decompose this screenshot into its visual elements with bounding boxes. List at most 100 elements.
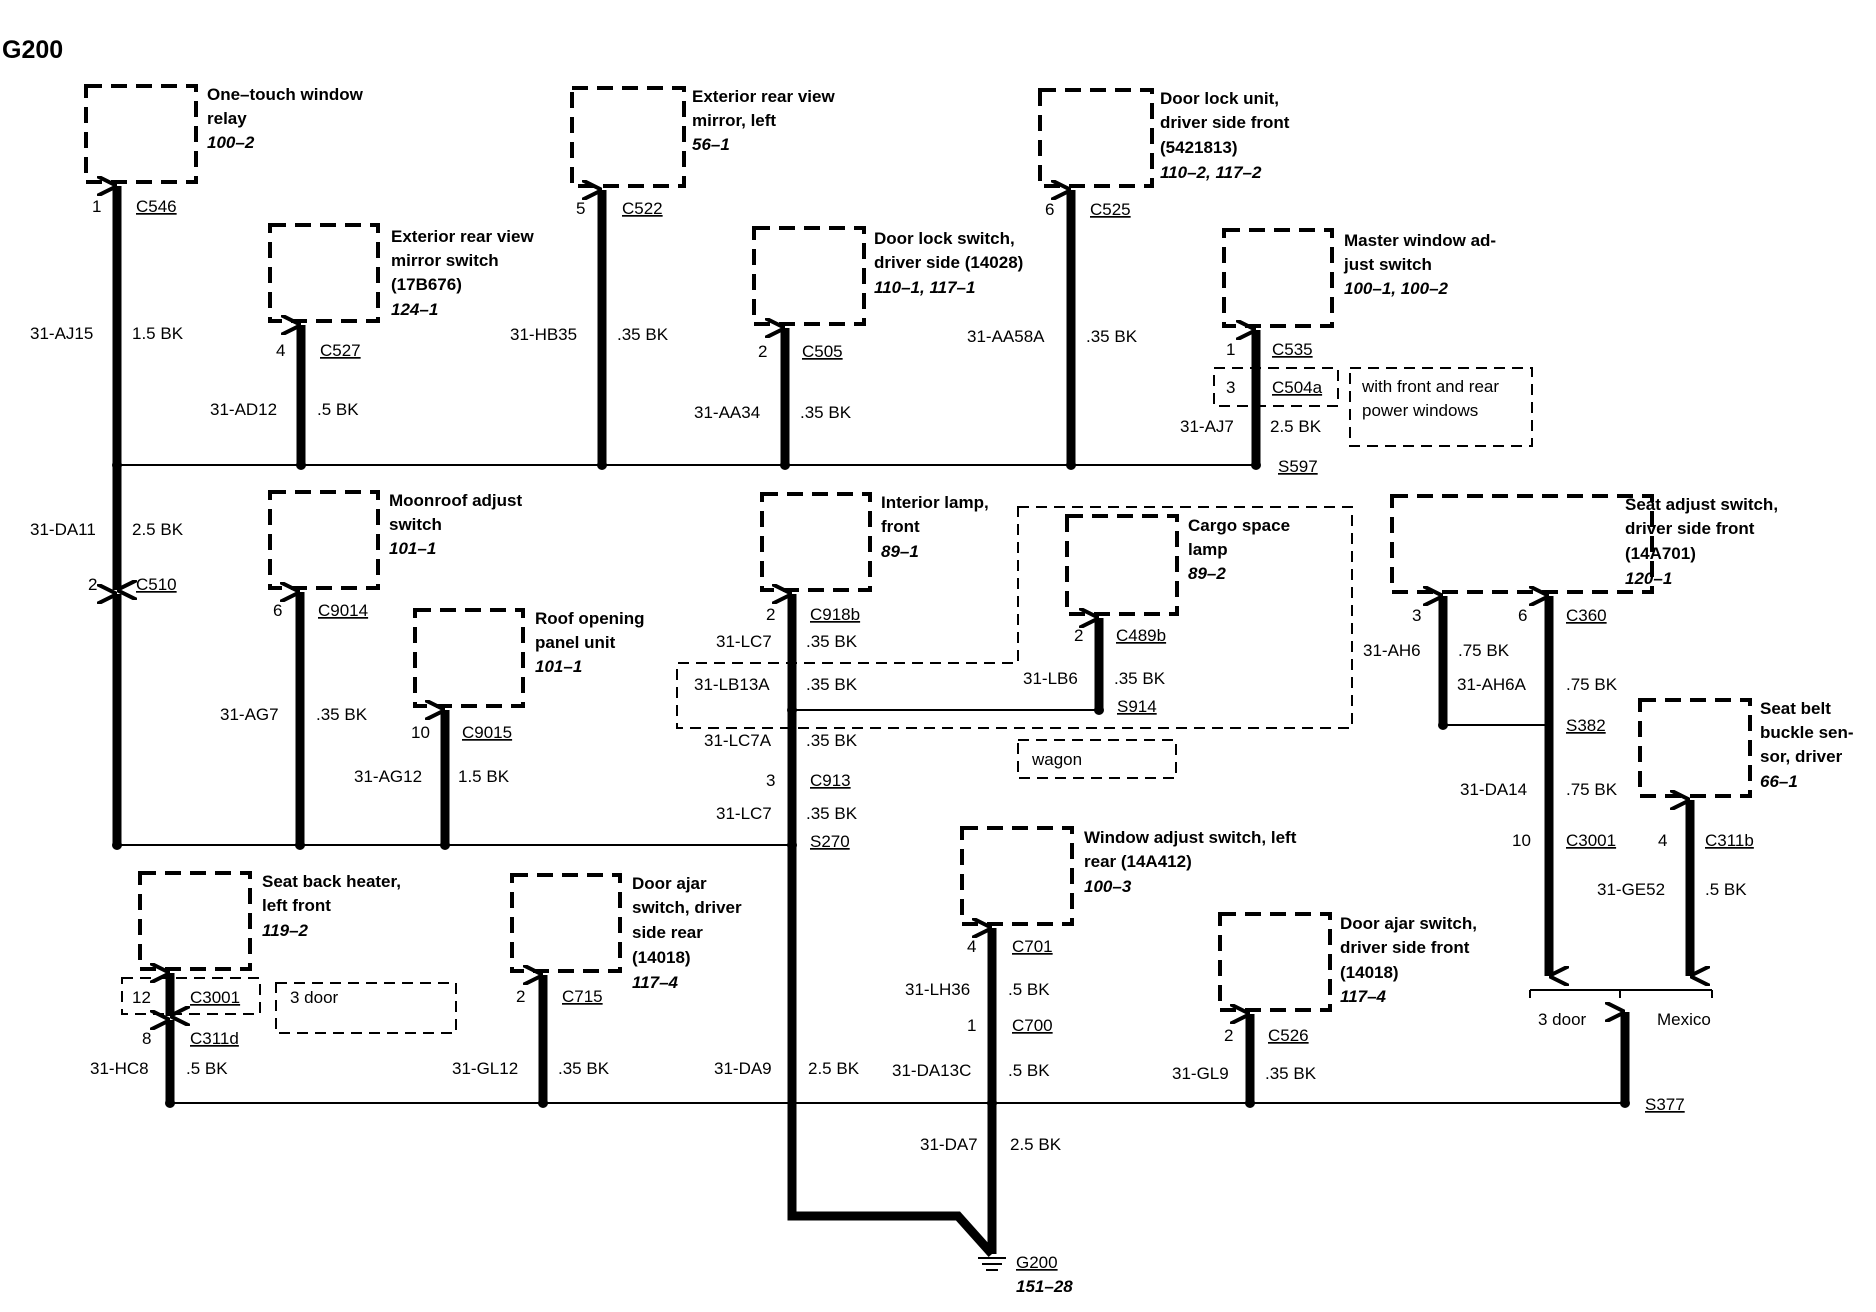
interior-lamp-front: Interior lamp, front 89–1 bbox=[760, 492, 989, 592]
wire-gauge: .35 BK bbox=[806, 731, 858, 750]
circuit-label: 31-DA14 bbox=[1460, 780, 1527, 799]
component-box bbox=[760, 492, 872, 592]
component-name: driver side (14028) bbox=[874, 253, 1023, 272]
connector-label: C526 bbox=[1268, 1026, 1309, 1045]
component-box bbox=[1065, 514, 1179, 616]
wire-gauge: .35 BK bbox=[1265, 1064, 1317, 1083]
wire-gauge: 2.5 BK bbox=[808, 1059, 860, 1078]
circuit-label: 31-AJ15 bbox=[30, 324, 93, 343]
option-note-box bbox=[275, 982, 457, 1034]
connector-label: C3001 bbox=[1566, 831, 1616, 850]
component-ref: 89–2 bbox=[1188, 564, 1226, 583]
component-name: (14A701) bbox=[1625, 544, 1696, 563]
component-name: (14018) bbox=[1340, 963, 1399, 982]
splice-dot bbox=[787, 705, 797, 715]
connector-label: C9015 bbox=[462, 723, 512, 742]
pin-number: 2 bbox=[1224, 1026, 1233, 1045]
component-name: Door lock switch, bbox=[874, 229, 1015, 248]
component-ref: 124–1 bbox=[391, 300, 438, 319]
circuit-label: 31-AH6 bbox=[1363, 641, 1421, 660]
connector-label: C9014 bbox=[318, 601, 368, 620]
splice-dot bbox=[295, 840, 305, 850]
pin-number: 4 bbox=[1658, 831, 1667, 850]
splice-dot bbox=[1438, 720, 1448, 730]
wire-gauge: .35 BK bbox=[800, 403, 852, 422]
wire-gauge: .5 BK bbox=[317, 400, 359, 419]
door-ajar-switch-rear: Door ajar switch, driver side rear (1401… bbox=[510, 873, 742, 992]
component-name: Interior lamp, bbox=[881, 493, 989, 512]
component-ref: 117–4 bbox=[1340, 987, 1387, 1006]
option-label: 3 door bbox=[1538, 1010, 1587, 1029]
connector-label: C505 bbox=[802, 342, 843, 361]
component-ref: 100–1, 100–2 bbox=[1344, 279, 1449, 298]
component-name: mirror switch bbox=[391, 251, 499, 270]
component-ref: 120–1 bbox=[1625, 569, 1672, 588]
pin-number: 1 bbox=[967, 1016, 976, 1035]
circuit-label: 31-DA7 bbox=[920, 1135, 978, 1154]
component-name: Door lock unit, bbox=[1160, 89, 1279, 108]
component-name: buckle sen- bbox=[1760, 723, 1854, 742]
wire-gauge: .75 BK bbox=[1566, 675, 1618, 694]
pin-number: 2 bbox=[516, 987, 525, 1006]
pin-number: 1 bbox=[1226, 340, 1235, 359]
component-ref: 101–1 bbox=[389, 539, 436, 558]
pin-number: 3 bbox=[1412, 606, 1421, 625]
splice-dot bbox=[538, 1098, 548, 1108]
component-name: driver side front bbox=[1625, 519, 1755, 538]
wire-gauge: .75 BK bbox=[1458, 641, 1510, 660]
circuit-label: 31-AJ7 bbox=[1180, 417, 1234, 436]
circuit-label: 31-GE52 bbox=[1597, 880, 1665, 899]
component-name: One–touch window bbox=[207, 85, 364, 104]
splice-dot bbox=[1066, 460, 1076, 470]
option-box bbox=[1213, 367, 1339, 407]
splice-dot bbox=[1094, 705, 1104, 715]
circuit-label: 31-DA11 bbox=[30, 520, 96, 539]
ground-symbol-icon bbox=[978, 1257, 1006, 1271]
component-box bbox=[1638, 698, 1752, 798]
wire-gauge: .5 BK bbox=[186, 1059, 228, 1078]
pin-number: 3 bbox=[766, 771, 775, 790]
pin-number: 1 bbox=[92, 197, 101, 216]
component-name: sor, driver bbox=[1760, 747, 1843, 766]
wire-gauge: 1.5 BK bbox=[458, 767, 510, 786]
cargo-space-lamp: Cargo space lamp 89–2 bbox=[1065, 514, 1290, 616]
wire-gauge: .35 BK bbox=[806, 804, 858, 823]
component-ref: 89–1 bbox=[881, 542, 919, 561]
component-box bbox=[268, 223, 380, 323]
pin-number: 8 bbox=[142, 1029, 151, 1048]
component-box bbox=[1038, 88, 1154, 188]
splice-dot bbox=[987, 1098, 997, 1108]
component-name: Seat back heater, bbox=[262, 872, 401, 891]
circuit-label: 31-DA9 bbox=[714, 1059, 772, 1078]
component-name: lamp bbox=[1188, 540, 1228, 559]
connector-label: C360 bbox=[1566, 606, 1607, 625]
connector-label: C311b bbox=[1705, 831, 1754, 850]
roof-opening-panel-unit: Roof opening panel unit 101–1 bbox=[413, 608, 645, 708]
connector-label: C311d bbox=[190, 1029, 239, 1048]
seat-back-heater: Seat back heater, left front 119–2 bbox=[138, 871, 401, 971]
page-title: G200 bbox=[2, 36, 63, 64]
option-note: with front and rear bbox=[1361, 377, 1499, 396]
wire-gauge: .35 BK bbox=[316, 705, 368, 724]
circuit-label: 31-LH36 bbox=[905, 980, 970, 999]
pin-number: 6 bbox=[1045, 200, 1054, 219]
door-lock-unit: Door lock unit, driver side front (54218… bbox=[1038, 88, 1290, 188]
component-ref: 110–2, 117–2 bbox=[1160, 163, 1262, 182]
wire-gauge: .35 BK bbox=[558, 1059, 610, 1078]
circuit-label: 31-AG7 bbox=[220, 705, 279, 724]
pin-number: 2 bbox=[758, 342, 767, 361]
wire-gauge: .35 BK bbox=[806, 675, 858, 694]
component-box bbox=[413, 608, 525, 708]
ground-label: G200 bbox=[1016, 1253, 1058, 1272]
component-box bbox=[960, 826, 1074, 926]
splice-dot bbox=[1245, 1098, 1255, 1108]
seat-adjust-switch: Seat adjust switch, driver side front (1… bbox=[1390, 494, 1778, 594]
connector-label: C527 bbox=[320, 341, 361, 360]
component-name: front bbox=[881, 517, 920, 536]
wire-gauge: 2.5 BK bbox=[1010, 1135, 1062, 1154]
pin-number: 6 bbox=[273, 601, 282, 620]
pin-number: 6 bbox=[1518, 606, 1527, 625]
component-ref: 119–2 bbox=[262, 921, 309, 940]
pin-number: 4 bbox=[967, 937, 976, 956]
